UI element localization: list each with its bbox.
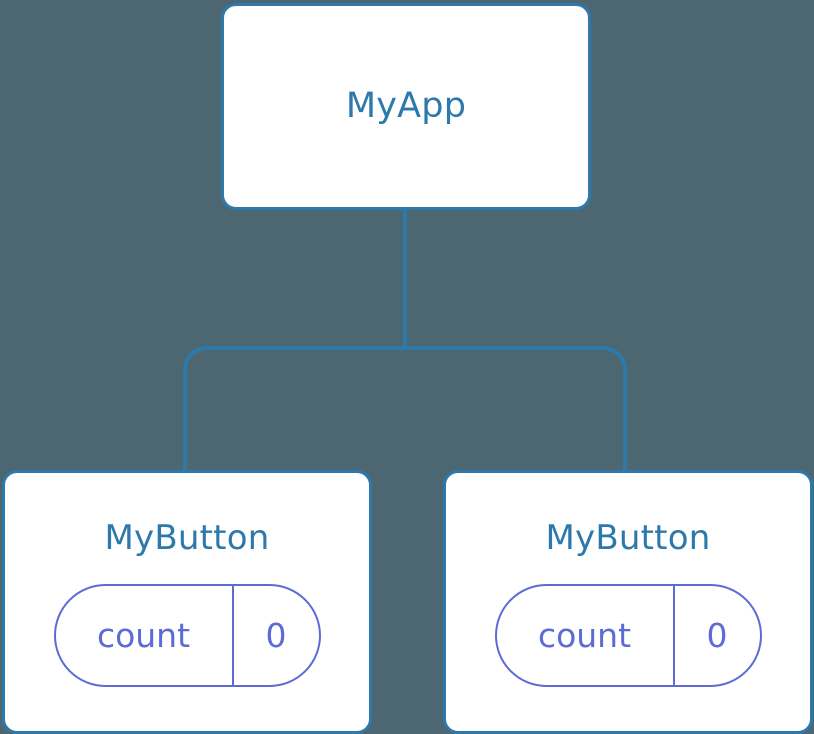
node-mybutton-right-label: MyButton	[545, 518, 711, 558]
node-myapp[interactable]: MyApp	[221, 3, 591, 210]
node-mybutton-right[interactable]: MyButton count 0	[443, 470, 813, 734]
node-mybutton-left-label: MyButton	[104, 518, 270, 558]
state-value-left: 0	[265, 616, 287, 655]
state-value-right: 0	[706, 616, 728, 655]
edge-to-mybutton-right	[405, 346, 627, 472]
state-key-right: count	[497, 586, 675, 685]
node-myapp-label: MyApp	[345, 86, 467, 126]
state-key-left: count	[56, 586, 234, 685]
node-mybutton-left[interactable]: MyButton count 0	[2, 470, 372, 734]
state-pill-right[interactable]: count 0	[494, 584, 762, 687]
state-pill-left[interactable]: count 0	[53, 584, 321, 687]
edge-to-mybutton-left	[183, 346, 405, 472]
